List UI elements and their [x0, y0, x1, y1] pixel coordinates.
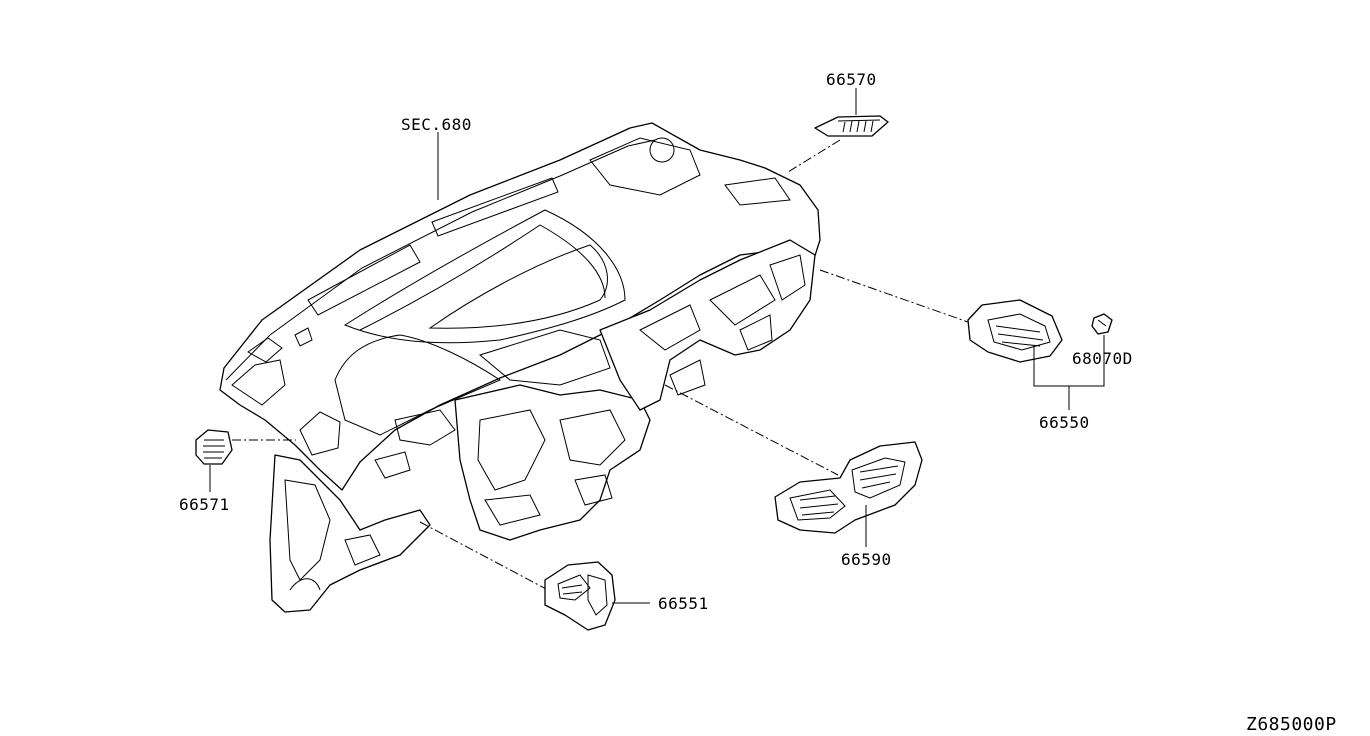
connection-lines [232, 139, 969, 591]
label-66551: 66551 [658, 594, 709, 613]
vent-left-lower [544, 561, 616, 631]
leader-lines [209, 88, 1105, 604]
vent-right-side [967, 299, 1063, 363]
vent-left-side [195, 429, 233, 465]
label-66590: 66590 [841, 550, 892, 569]
label-66550: 66550 [1039, 413, 1090, 432]
vent-top-center [814, 115, 889, 137]
diagram-code: Z685000P [1246, 714, 1337, 735]
label-section-ref: SEC.680 [401, 115, 472, 134]
label-66570: 66570 [826, 70, 877, 89]
vent-center [774, 441, 923, 534]
lower-reinforcement [269, 239, 816, 613]
instrument-panel-assembly [219, 122, 821, 491]
label-68070d: 68070D [1072, 349, 1133, 368]
clip [1091, 313, 1113, 335]
label-66571: 66571 [179, 495, 230, 514]
